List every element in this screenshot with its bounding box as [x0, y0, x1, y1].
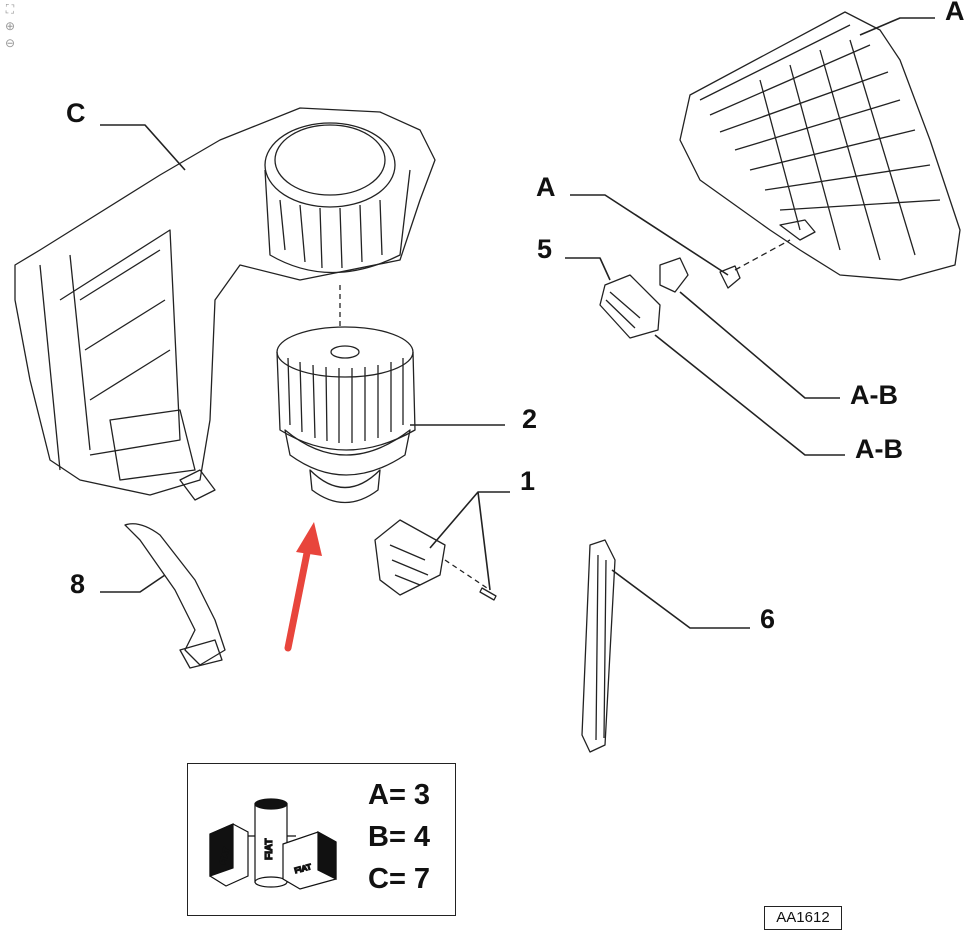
reference-code-label: AA1612	[764, 906, 842, 930]
callout-ab-2: A-B	[855, 434, 903, 464]
actuator-part-5	[599, 257, 741, 339]
zoom-in-icon[interactable]: ⊕	[4, 19, 16, 33]
filter-part-6	[581, 539, 616, 753]
callout-a-top: A	[945, 0, 965, 26]
callout-ab-1: A-B	[850, 380, 898, 410]
leader-lines	[100, 17, 935, 629]
callout-1: 1	[520, 466, 535, 496]
zoom-toolbar: ⛶ ⊕ ⊖	[3, 2, 19, 53]
legend-box: FIAT FIAT FIAT A= 3 B= 4 C= 7	[187, 763, 456, 916]
callout-c: C	[66, 98, 86, 128]
legend-line-a: A= 3	[368, 779, 430, 811]
callout-8: 8	[70, 569, 85, 599]
callout-2: 2	[522, 404, 537, 434]
legend-line-b: B= 4	[368, 821, 430, 853]
housing-part-a	[679, 11, 961, 281]
fiat-product-logo: FIAT FIAT FIAT	[209, 798, 337, 890]
callout-6: 6	[760, 604, 775, 634]
logo-text-can: FIAT	[264, 839, 275, 860]
callout-5: 5	[537, 234, 552, 264]
blower-motor-part-2	[276, 326, 416, 503]
heater-box-part-c	[14, 107, 436, 501]
legend-line-c: C= 7	[368, 863, 430, 895]
fit-page-icon[interactable]: ⛶	[5, 2, 15, 16]
legend-graphic: FIAT FIAT FIAT A= 3 B= 4 C= 7	[209, 779, 430, 895]
highlight-arrow	[284, 522, 322, 652]
callout-a-mid: A	[536, 172, 556, 202]
zoom-out-icon[interactable]: ⊖	[4, 36, 16, 50]
resistor-part-1	[374, 519, 497, 601]
pipe-part-8	[124, 523, 226, 669]
